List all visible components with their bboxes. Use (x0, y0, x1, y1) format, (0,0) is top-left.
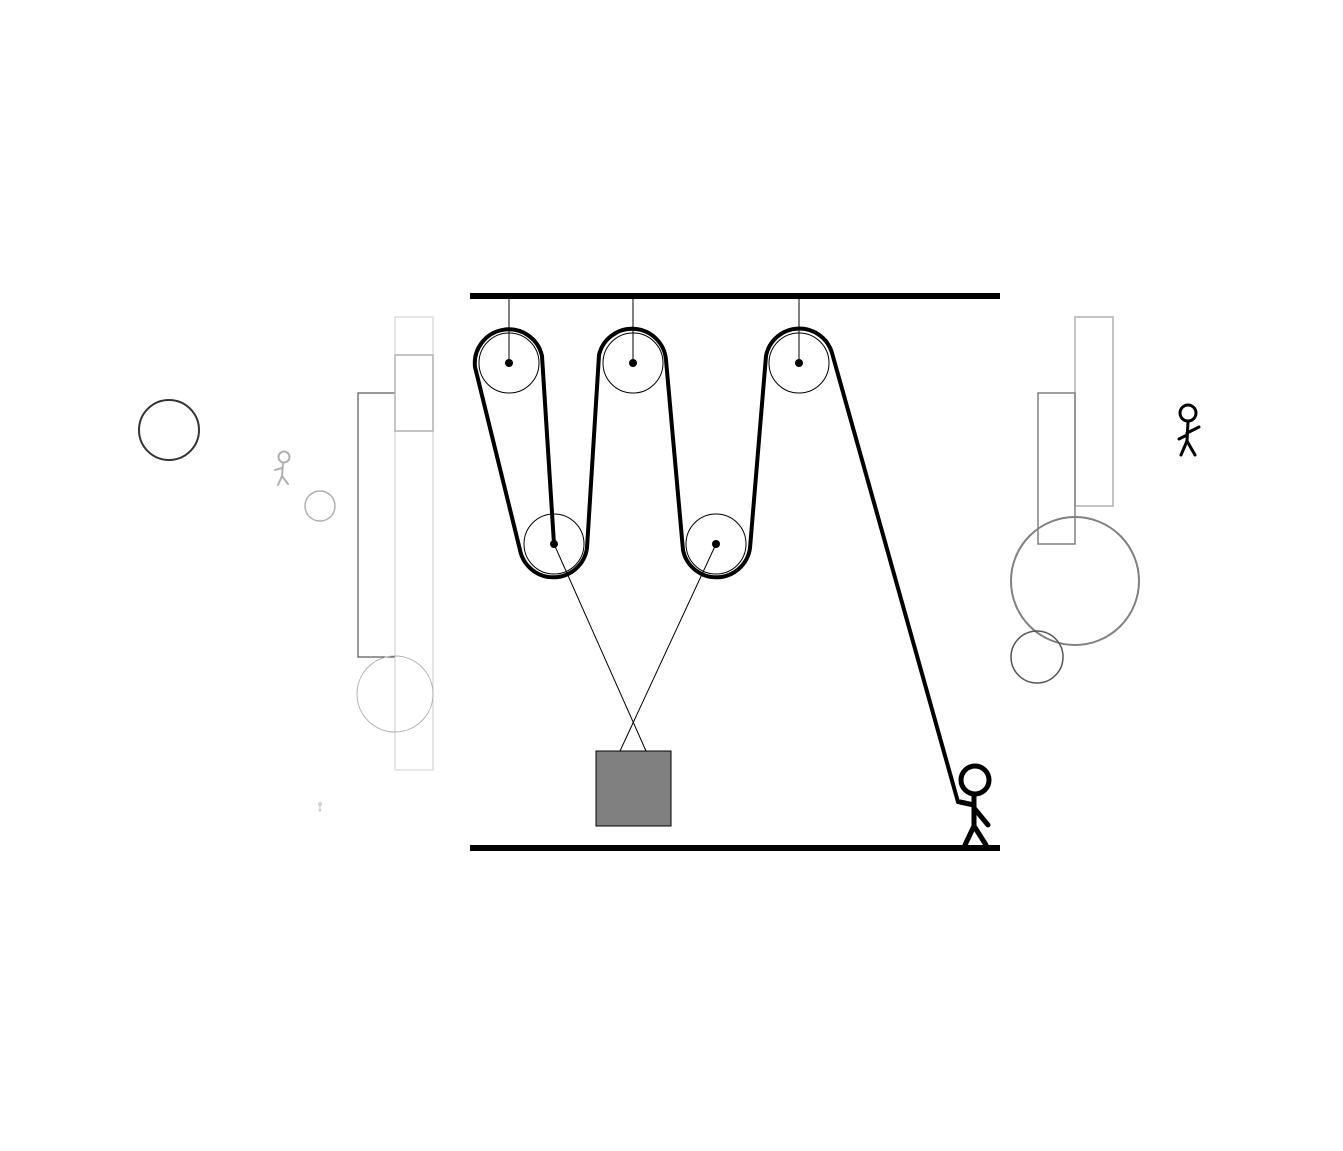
stick-figure-icon (957, 763, 992, 848)
ghost-circle-lower-left (356, 655, 434, 733)
axle-fixed-pulley-2 (629, 359, 637, 367)
axle-fixed-pulley-3 (795, 359, 803, 367)
ghost-figure-left (274, 450, 291, 486)
ghost-circle-small-right (1010, 630, 1064, 684)
ghost-circle-small-left (304, 490, 336, 522)
ghost-circle-large-right (1010, 516, 1140, 646)
ghost-rect-faint-box (394, 354, 434, 432)
fixed-pulley-2 (602, 332, 664, 394)
fixed-pulley-3 (768, 332, 830, 394)
ghost-circle-large-left (138, 399, 200, 461)
background-shapes-right (1010, 316, 1140, 684)
load-block (595, 750, 672, 827)
ghost-figure-tiny (318, 802, 322, 812)
ghost-rect-faint-column (394, 316, 434, 771)
main-rope (472, 326, 960, 804)
stick-figure-icon (1177, 403, 1201, 457)
pulley-hangers (508, 298, 800, 363)
ghost-figure-right (1177, 403, 1201, 457)
suspension-line-left (553, 543, 647, 752)
axle-fixed-pulley-1 (505, 359, 513, 367)
background-shapes-left (138, 316, 434, 771)
movable-pulley-2 (685, 513, 747, 575)
fixed-pulleys (478, 332, 830, 394)
suspension-line-right (619, 543, 717, 752)
ghost-rect-tall-left (357, 392, 396, 658)
load-suspension (553, 543, 717, 752)
ghost-rect-tall-right (1074, 316, 1114, 507)
ghost-rect-mid-right (1037, 392, 1076, 545)
stick-figure-icon (274, 450, 291, 486)
stick-figure-icon (318, 802, 322, 812)
puller-figure (957, 763, 992, 848)
fixed-pulley-1 (478, 332, 540, 394)
